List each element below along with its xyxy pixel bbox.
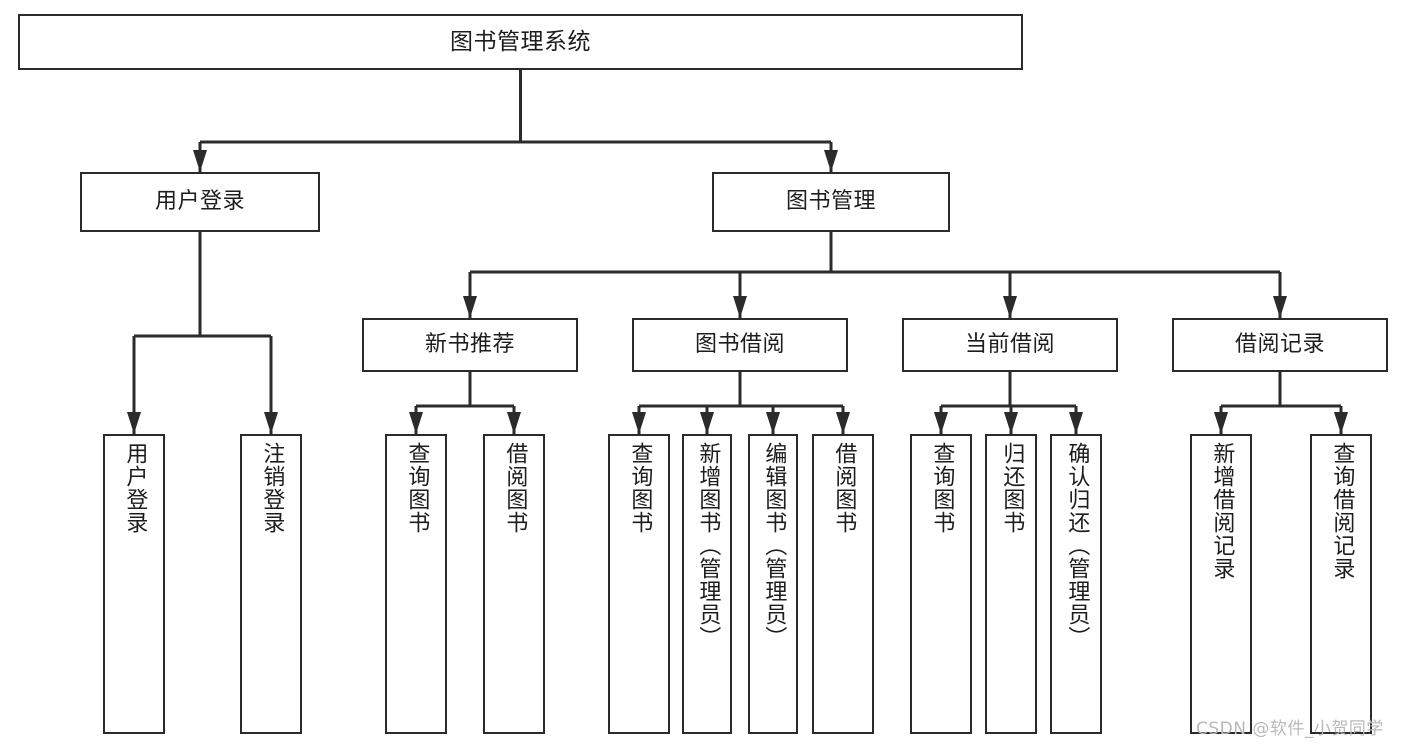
node-new_book_rec[interactable]: 新书推荐 <box>362 318 578 372</box>
node-label: 图书管理系统 <box>450 28 591 55</box>
csdn-watermark: CSDN @软件_小贺同学 <box>1196 719 1384 739</box>
node-label: 注销登录 <box>259 442 285 534</box>
node-leaf_cb_query[interactable]: 查询图书 <box>910 434 972 734</box>
arrow-head-icon <box>700 412 714 434</box>
node-leaf_user_logout[interactable]: 注销登录 <box>240 434 302 734</box>
node-label: 借阅图书 <box>502 442 528 534</box>
node-current_borrow[interactable]: 当前借阅 <box>902 318 1118 372</box>
node-borrow_record[interactable]: 借阅记录 <box>1172 318 1388 372</box>
node-label: 新增图书（管理员） <box>695 442 721 649</box>
node-leaf_bb_query[interactable]: 查询图书 <box>608 434 670 734</box>
arrow-head-icon <box>824 150 838 172</box>
node-label: 用户登录 <box>122 442 148 534</box>
node-leaf_nbr_query[interactable]: 查询图书 <box>385 434 447 734</box>
arrow-head-icon <box>1273 296 1287 318</box>
node-label: 新增借阅记录 <box>1209 442 1235 580</box>
arrow-head-icon <box>193 150 207 172</box>
arrow-head-icon <box>1214 412 1228 434</box>
node-leaf_bb_borrow[interactable]: 借阅图书 <box>812 434 874 734</box>
arrow-head-icon <box>632 412 646 434</box>
node-label: 图书借阅 <box>694 332 785 358</box>
arrow-head-icon <box>733 296 747 318</box>
arrow-head-icon <box>463 296 477 318</box>
node-leaf_br_add[interactable]: 新增借阅记录 <box>1190 434 1252 734</box>
arrow-head-icon <box>507 412 521 434</box>
node-label: 借阅图书 <box>831 442 857 534</box>
node-leaf_br_query[interactable]: 查询借阅记录 <box>1310 434 1372 734</box>
arrow-head-icon <box>1004 412 1018 434</box>
node-label: 查询图书 <box>404 442 430 534</box>
arrow-head-icon <box>1069 412 1083 434</box>
node-label: 借阅记录 <box>1234 332 1325 358</box>
node-leaf_nbr_borrow[interactable]: 借阅图书 <box>483 434 545 734</box>
node-label: 编辑图书（管理员） <box>761 442 787 649</box>
node-label: 图书管理 <box>785 189 876 215</box>
node-leaf_bb_add[interactable]: 新增图书（管理员） <box>682 434 732 734</box>
node-label: 确认归还（管理员） <box>1064 442 1090 649</box>
node-user_login[interactable]: 用户登录 <box>80 172 320 232</box>
node-leaf_cb_confirm[interactable]: 确认归还（管理员） <box>1050 434 1102 734</box>
node-label: 当前借阅 <box>964 332 1055 358</box>
arrow-head-icon <box>1334 412 1348 434</box>
node-book_manage[interactable]: 图书管理 <box>712 172 950 232</box>
arrow-head-icon <box>766 412 780 434</box>
node-label: 查询图书 <box>627 442 653 534</box>
node-book_borrow[interactable]: 图书借阅 <box>632 318 848 372</box>
node-root[interactable]: 图书管理系统 <box>18 14 1023 70</box>
node-label: 新书推荐 <box>424 332 515 358</box>
arrow-head-icon <box>127 412 141 434</box>
node-label: 用户登录 <box>154 189 245 215</box>
node-leaf_cb_return[interactable]: 归还图书 <box>985 434 1037 734</box>
node-label: 归还图书 <box>999 442 1025 534</box>
node-label: 查询图书 <box>929 442 955 534</box>
node-leaf_user_login[interactable]: 用户登录 <box>103 434 165 734</box>
arrow-head-icon <box>934 412 948 434</box>
node-label: 查询借阅记录 <box>1329 442 1355 580</box>
arrow-head-icon <box>1003 296 1017 318</box>
node-leaf_bb_edit[interactable]: 编辑图书（管理员） <box>748 434 798 734</box>
arrow-head-icon <box>836 412 850 434</box>
arrow-head-icon <box>264 412 278 434</box>
arrow-head-icon <box>409 412 423 434</box>
